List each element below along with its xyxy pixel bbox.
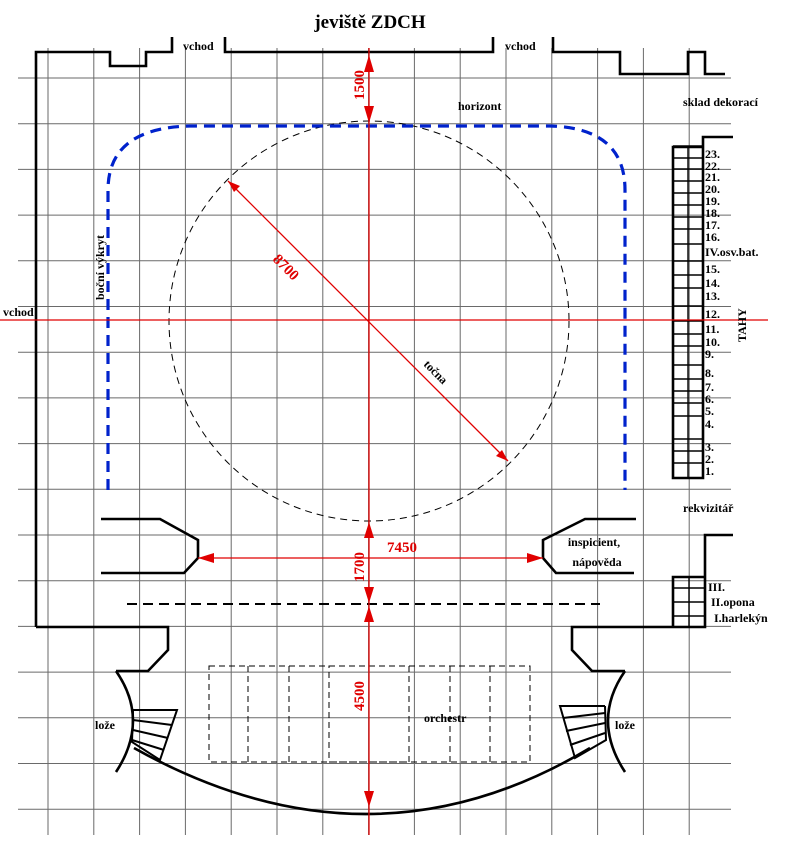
label-props: rekvizitář	[683, 501, 734, 515]
fly-bar-label: 13.	[705, 289, 720, 303]
page-title: jeviště ZDCH	[313, 12, 426, 33]
fly-bar-label: 11.	[705, 322, 719, 336]
fly-bar-label: 12.	[705, 307, 720, 321]
fly-bar-label: 7.	[705, 380, 714, 394]
box-stairs-left	[130, 709, 179, 762]
fly-bar-label: IV.osv.bat.	[705, 245, 758, 259]
fly-bar-label: 9.	[705, 347, 714, 361]
fly-bar-label: 18.	[705, 206, 720, 220]
label-stage-manager: inspicient,	[568, 535, 620, 549]
fly-bar-label: 5.	[705, 404, 714, 418]
label-scenery-store: sklad dekorací	[683, 95, 759, 109]
label-box-right: lože	[615, 718, 636, 732]
fly-bar-label: 15.	[705, 262, 720, 276]
label-entrance-left: vchod	[3, 305, 34, 319]
wall-right-box	[671, 575, 705, 627]
auditorium-edge	[133, 746, 591, 816]
fly-bar-label: 10.	[705, 335, 720, 349]
fly-bar-numbers: 23.22.21.20.19.18.17.16.IV.osv.bat. 15.14…	[705, 147, 758, 478]
fly-bar-lines	[673, 145, 703, 478]
label-box-left: lože	[95, 718, 116, 732]
dim-4500: 4500	[352, 681, 368, 711]
label-entrance-top-left: vchod	[183, 39, 214, 53]
curtain-label: I.harlekýn	[714, 611, 768, 625]
dim-8700: 8700	[269, 252, 302, 285]
curtain-label: III.	[708, 580, 725, 594]
fly-bar-label: 17.	[705, 218, 720, 232]
fly-bar-label: 23.	[705, 147, 720, 161]
fly-bar-label: 6.	[705, 392, 714, 406]
proscenium-left	[101, 517, 200, 575]
fly-bar-label: 8.	[705, 366, 714, 380]
label-fly-bars: TAHY	[735, 308, 749, 342]
wall-top-center	[223, 37, 495, 54]
box-stairs-right	[558, 705, 608, 760]
fly-bar-label: 19.	[705, 194, 720, 208]
box-wall-right	[606, 670, 627, 773]
box-wall-left	[114, 670, 135, 773]
fly-bar-label: 21.	[705, 170, 720, 184]
curtain-label: II.opona	[711, 595, 755, 609]
fly-bar-label: 22.	[705, 159, 720, 173]
fly-bar-label: 14.	[705, 276, 720, 290]
curtain-lines	[673, 577, 705, 627]
label-horizon: horizont	[458, 99, 501, 113]
horizon-line	[106, 124, 627, 490]
fly-bar-label: 4.	[705, 417, 714, 431]
fly-bar-label: 20.	[705, 182, 720, 196]
fly-bar-label: 2.	[705, 452, 714, 466]
label-revolve: točna	[421, 357, 451, 387]
fly-bar-label: 3.	[705, 440, 714, 454]
label-orchestra: orchestr	[424, 711, 467, 725]
wall-right-upper	[671, 135, 733, 480]
wall-right-lower	[570, 533, 733, 673]
label-prompter: nápověda	[572, 555, 621, 569]
wall-left-lower	[36, 625, 170, 673]
wall-top-right	[551, 37, 725, 76]
arrowheads	[198, 55, 543, 807]
diameter-line	[227, 180, 509, 462]
dim-1500: 1500	[352, 70, 368, 100]
dim-1700: 1700	[352, 552, 368, 582]
dim-7450: 7450	[387, 540, 417, 556]
label-entrance-top-right: vchod	[505, 39, 536, 53]
fly-bar-label: 1.	[705, 464, 714, 478]
fly-bar-label: 16.	[705, 230, 720, 244]
label-side-masking: boční výkryt	[93, 235, 107, 300]
proscenium-right	[541, 517, 636, 575]
wall-left-top	[34, 37, 174, 627]
